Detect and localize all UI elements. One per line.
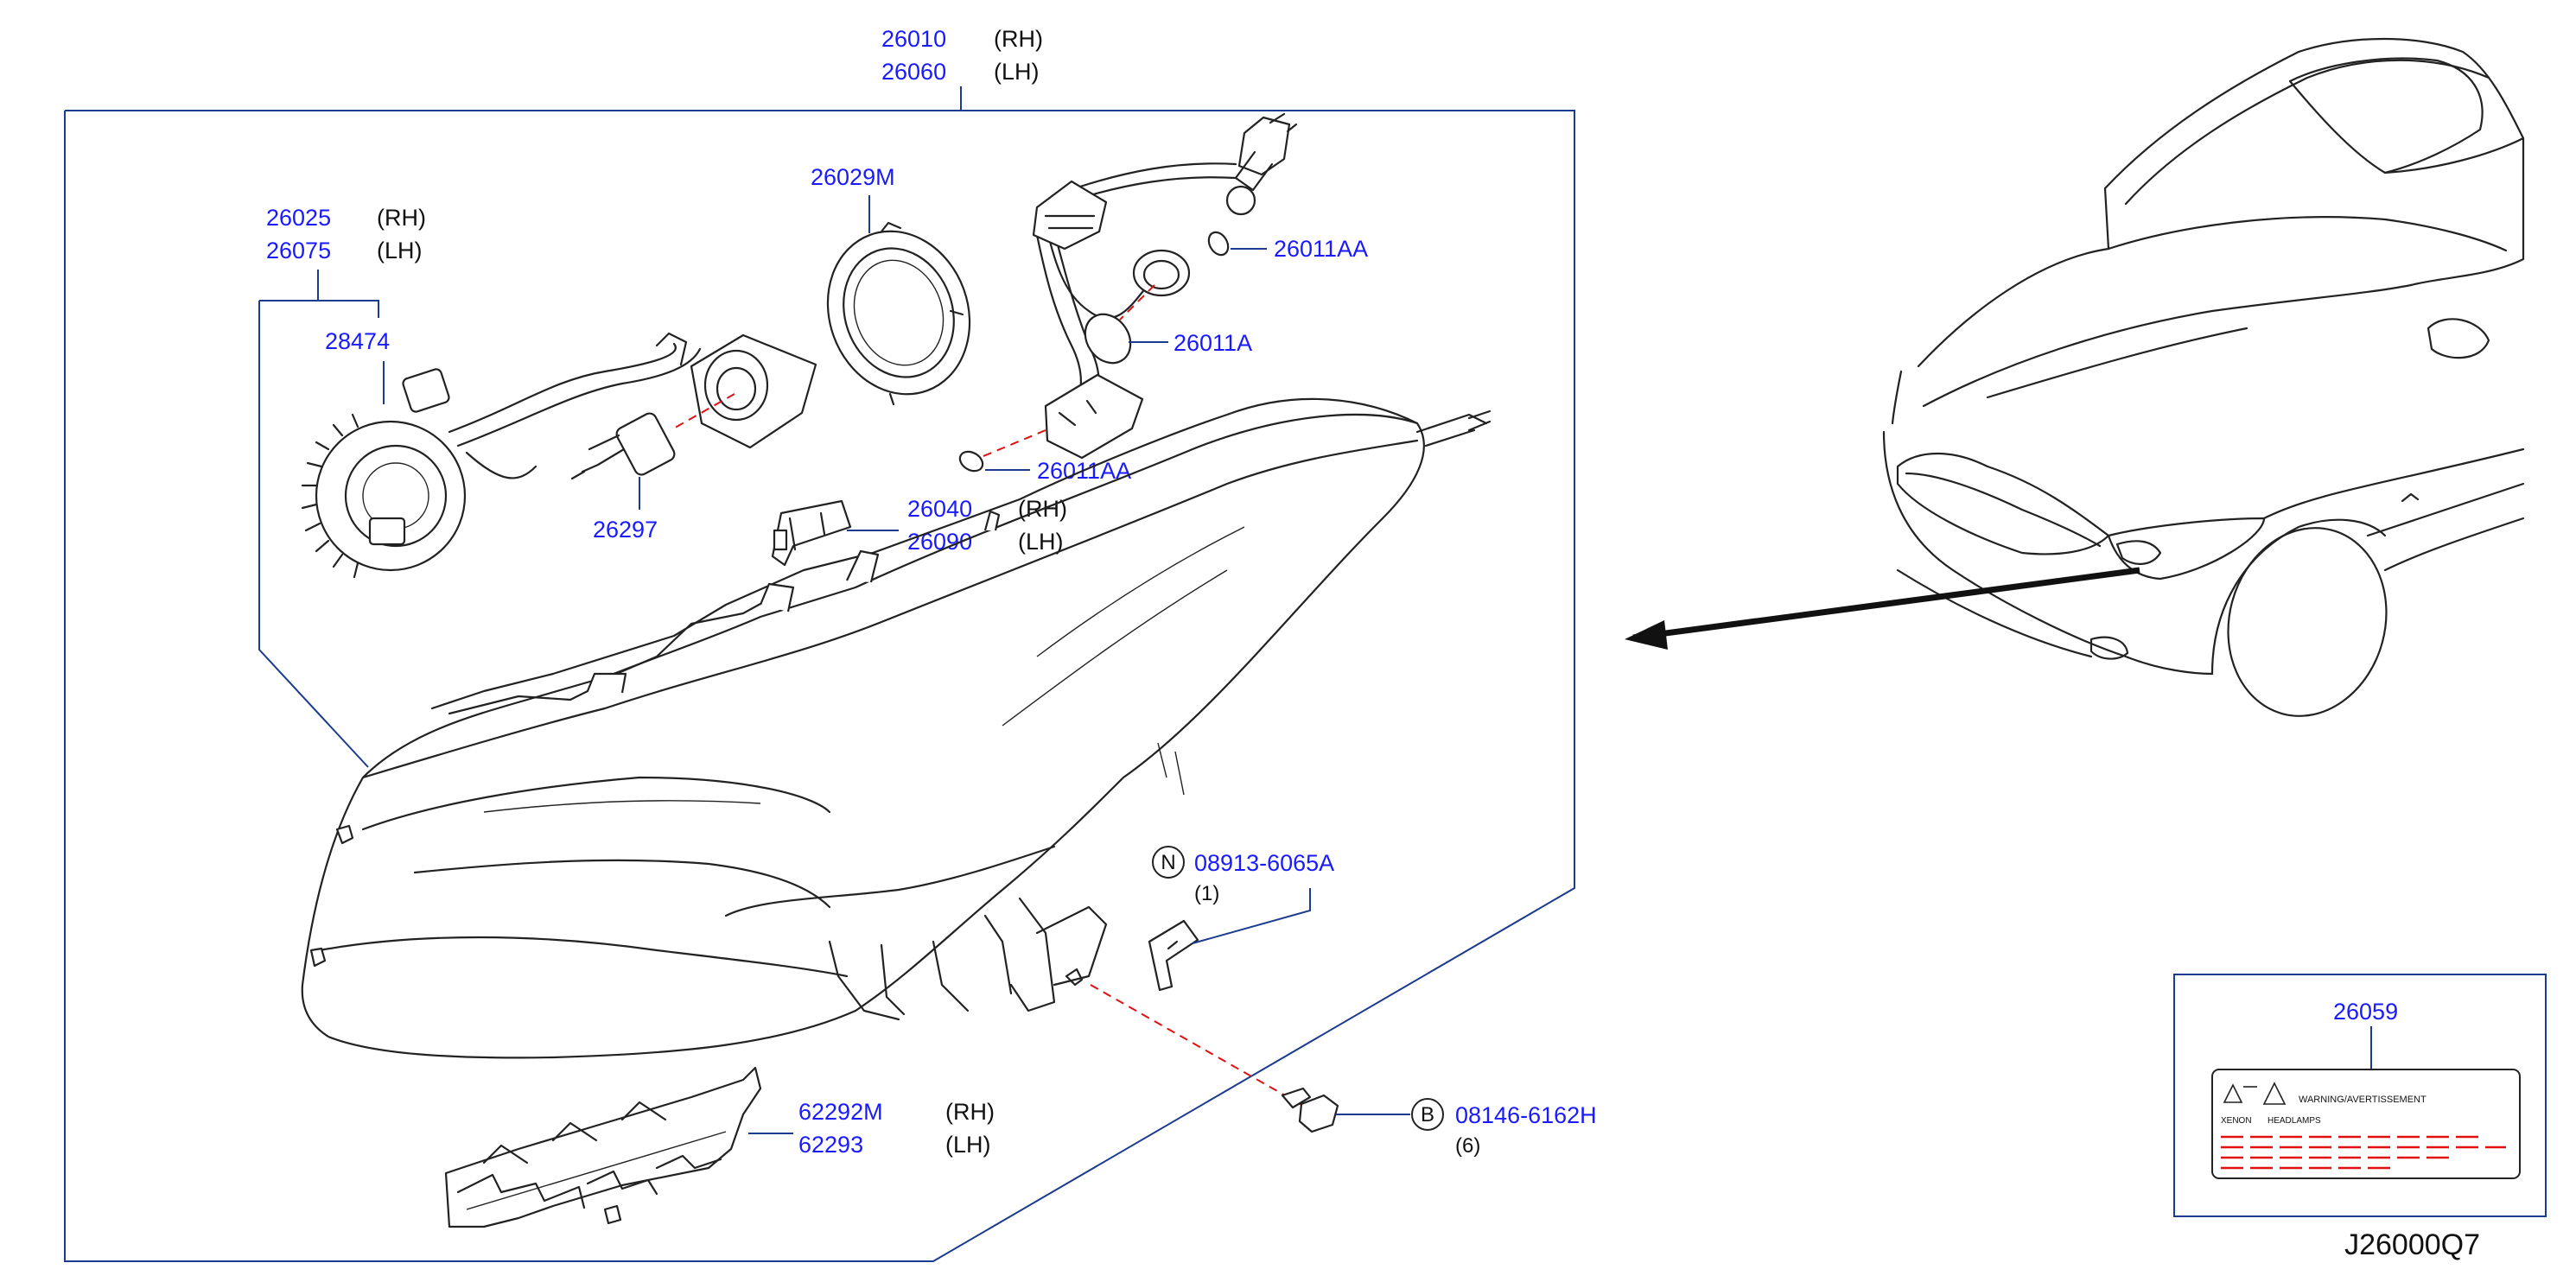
nut-leader	[1192, 888, 1311, 944]
bulb-a-pn[interactable]: 26011A	[1174, 330, 1252, 356]
bulb-a-part	[1084, 284, 1155, 365]
assembly-side-rh: (RH)	[994, 26, 1043, 52]
headlamp-housing-part	[301, 397, 1492, 1059]
nut-badge: N	[1161, 851, 1175, 874]
bracket-side-rh: (RH)	[945, 1099, 995, 1125]
ballast-side-lh: (LH)	[377, 238, 423, 263]
bracket-pn-rh[interactable]: 62292M	[798, 1099, 883, 1125]
ballast-pn-rh[interactable]: 26025	[266, 205, 331, 231]
bolt-dash-line	[1090, 984, 1304, 1107]
actuator-part	[771, 499, 852, 567]
bulb-harness-part	[1032, 112, 1298, 460]
actuator-pn-rh[interactable]: 26040	[907, 496, 972, 522]
assembly-side-lh: (LH)	[994, 59, 1040, 85]
diagram-code: J26000Q7	[2344, 1228, 2480, 1261]
hazard-triangle-icon	[2223, 1083, 2243, 1103]
bolt-badge: B	[1421, 1103, 1434, 1127]
bracket-part	[444, 1066, 762, 1228]
nut-qty: (1)	[1194, 882, 1219, 905]
ballast-pn-lh[interactable]: 26075	[266, 238, 331, 263]
assembly-frame	[64, 86, 1575, 1262]
assembly-pn-rh[interactable]: 26010	[881, 26, 946, 52]
igniter-pn[interactable]: 28474	[325, 328, 390, 354]
bulb-aa-bottom-part	[958, 429, 1046, 473]
warning-label-pn[interactable]: 26059	[2333, 999, 2398, 1025]
nut-clip-part	[1148, 919, 1199, 992]
ballast-label[interactable]: 26025 (RH) 26075 (LH)	[266, 205, 426, 263]
igniter-ballast-part	[301, 332, 817, 579]
xenon-bulb-part	[570, 393, 735, 480]
bracket-label[interactable]: 62292M (RH) 62293 (LH)	[798, 1099, 995, 1158]
assembly-pn-lh[interactable]: 26060	[881, 59, 946, 85]
bulb-aa-top-part	[1207, 231, 1230, 257]
bracket-pn-lh[interactable]: 62293	[798, 1132, 863, 1158]
bolt-pn[interactable]: 08146-6162H	[1455, 1102, 1597, 1128]
bolt-qty: (6)	[1455, 1134, 1480, 1158]
warning-text: WARNING/AVERTISSEMENT	[2299, 1095, 2427, 1105]
cap-part	[826, 221, 971, 406]
bracket-side-lh: (LH)	[945, 1132, 991, 1158]
warning-label-content: WARNING/AVERTISSEMENT XENON HEADLAMPS	[2221, 1082, 2506, 1170]
xenon-bulb-pn[interactable]: 26297	[593, 517, 658, 543]
nut-callout[interactable]: N 08913-6065A (1)	[1152, 846, 1334, 905]
label-fine-print	[2221, 1135, 2506, 1170]
bolt-badge-circle	[1411, 1098, 1444, 1131]
label-col-headlamps: HEADLAMPS	[2268, 1116, 2321, 1126]
actuator-side-lh: (LH)	[1018, 529, 1064, 555]
warning-triangle-icon	[2262, 1082, 2287, 1105]
nut-pn[interactable]: 08913-6065A	[1194, 850, 1334, 876]
bolt-callout[interactable]: B 08146-6162H (6)	[1411, 1098, 1597, 1158]
label-col-xenon: XENON	[2221, 1116, 2252, 1126]
vehicle-illustration	[1625, 37, 2525, 717]
bolt-part	[1281, 1087, 1339, 1133]
ballast-side-rh: (RH)	[377, 205, 426, 231]
ballast-leader	[258, 270, 379, 768]
cap-pn[interactable]: 26029M	[811, 164, 895, 190]
warning-label-box	[2173, 974, 2547, 1217]
nut-badge-circle	[1152, 846, 1185, 879]
assembly-label[interactable]: 26010 (RH) 26060 (LH)	[881, 26, 1043, 85]
bulb-aa-top-pn[interactable]: 26011AA	[1274, 236, 1368, 262]
